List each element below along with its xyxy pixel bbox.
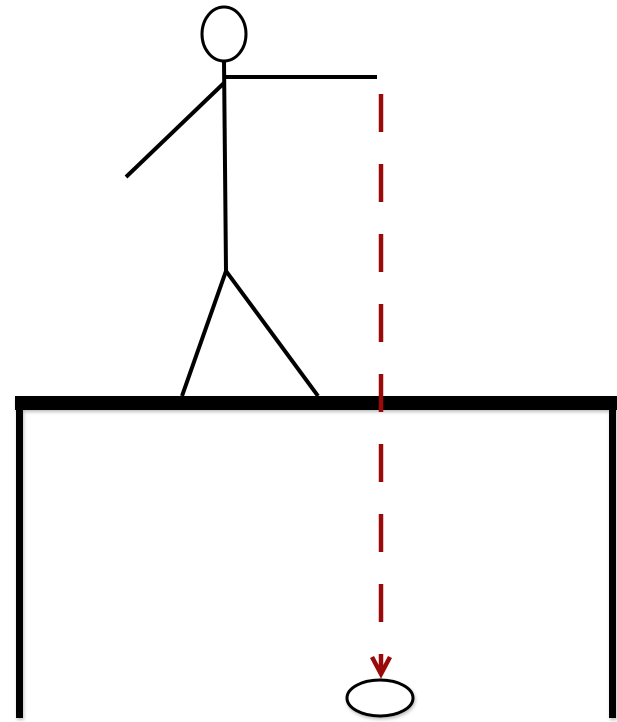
- drop-path-arrow: [372, 94, 390, 674]
- stick-figure: [126, 7, 377, 396]
- table-leg-left: [16, 410, 23, 718]
- falling-object: [347, 680, 413, 716]
- table-platform: [15, 396, 617, 718]
- figure-lowered-arm: [126, 83, 224, 177]
- table-leg-right: [609, 410, 616, 718]
- figure-left-leg: [182, 271, 226, 396]
- table-top: [15, 396, 617, 410]
- figure-head: [202, 7, 246, 61]
- figure-right-leg: [226, 271, 318, 396]
- figure-neck-torso: [224, 61, 226, 271]
